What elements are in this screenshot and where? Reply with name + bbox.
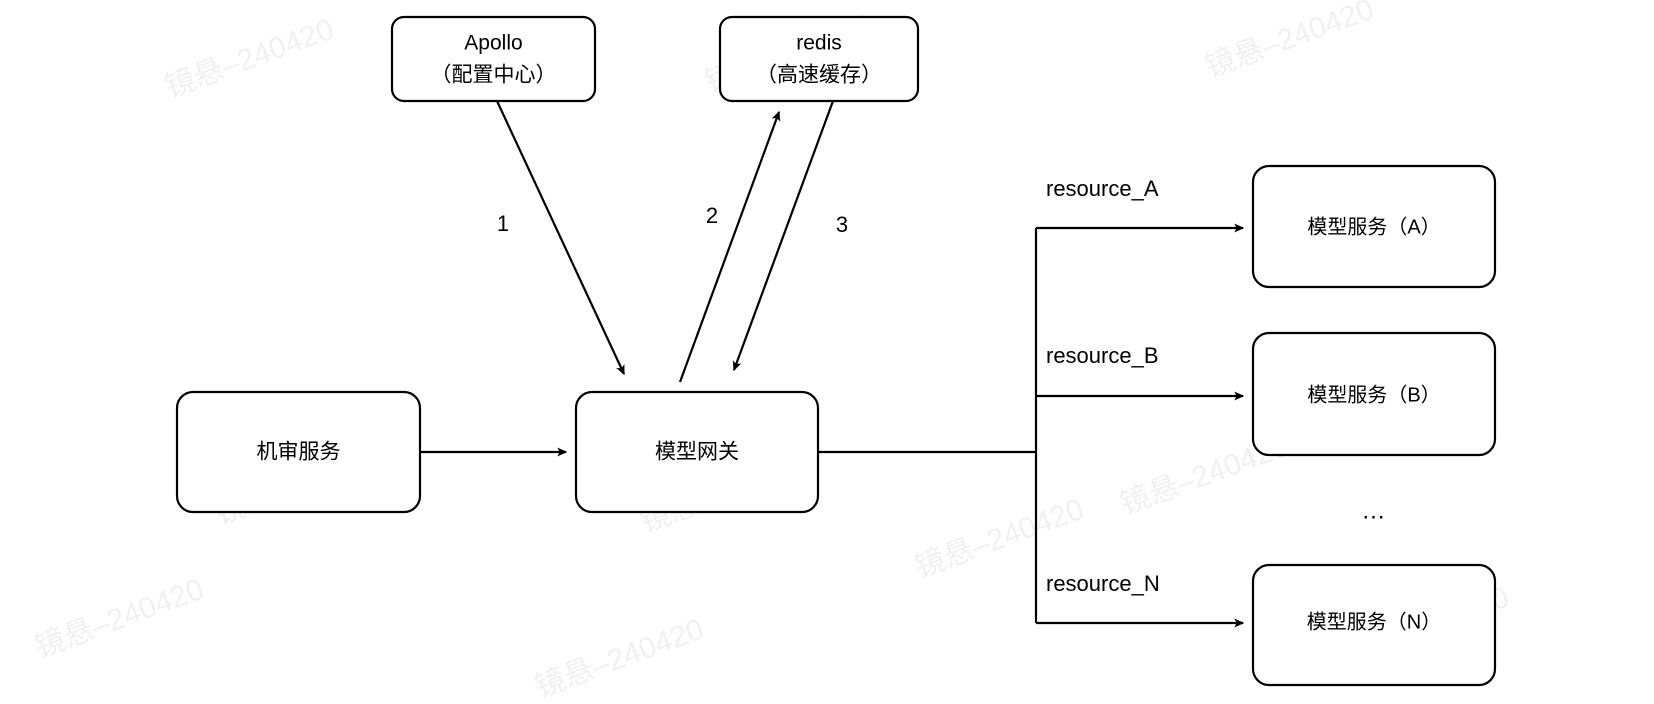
watermark: 镜悬–240420	[531, 613, 708, 704]
edge-label-resource-b: resource_B	[1046, 343, 1159, 368]
edge-label-resource-a: resource_A	[1046, 176, 1159, 201]
node-model-service-b[interactable]: 模型服务（B）	[1251, 331, 1497, 457]
node-redis[interactable]: redis （高速缓存）	[718, 15, 920, 103]
watermark: 镜悬–240420	[1201, 0, 1378, 84]
node-model-service-n[interactable]: 模型服务（N）	[1251, 563, 1497, 687]
node-model-service-a[interactable]: 模型服务（A）	[1251, 164, 1497, 289]
edge-redis-to-gateway	[732, 100, 835, 372]
edge-labels-layer: 1 2 3 resource_A resource_B resource_N	[497, 176, 1160, 596]
edge-label-step-3: 3	[836, 212, 848, 237]
node-model-gateway-label: 模型网关	[655, 441, 739, 464]
node-model-service-n-box	[1251, 563, 1497, 687]
edge-gateway-to-redis	[678, 110, 781, 383]
node-model-service-b-box	[1251, 331, 1497, 457]
watermark: 镜悬–240420	[161, 13, 338, 104]
services-ellipsis: ...	[1362, 497, 1385, 524]
node-apollo-box	[390, 15, 597, 103]
node-redis-box	[718, 15, 920, 103]
node-model-service-b-label: 模型服务（B）	[1307, 383, 1440, 406]
node-redis-label-line1: redis	[796, 32, 842, 55]
edge-apollo-to-gateway	[496, 100, 625, 376]
watermark: 镜悬–240420	[31, 573, 208, 664]
node-model-service-a-box	[1251, 164, 1497, 289]
node-audit-service[interactable]: 机审服务	[175, 390, 422, 514]
edge-label-step-2: 2	[706, 203, 718, 228]
node-audit-service-box	[175, 390, 422, 514]
edges-layer	[420, 100, 1245, 628]
edge-label-resource-n: resource_N	[1046, 571, 1160, 596]
edge-label-step-1: 1	[497, 211, 509, 236]
node-apollo-label-line2: （配置中心）	[431, 64, 557, 87]
node-model-service-a-label: 模型服务（A）	[1307, 215, 1440, 238]
node-redis-label-line2: （高速缓存）	[756, 64, 882, 87]
node-model-gateway[interactable]: 模型网关	[574, 390, 820, 514]
node-model-service-n-label: 模型服务（N）	[1307, 610, 1441, 633]
node-model-gateway-box	[574, 390, 820, 514]
node-apollo-label-line1: Apollo	[464, 32, 522, 55]
node-audit-service-label: 机审服务	[257, 441, 341, 464]
node-apollo[interactable]: Apollo （配置中心）	[390, 15, 597, 103]
